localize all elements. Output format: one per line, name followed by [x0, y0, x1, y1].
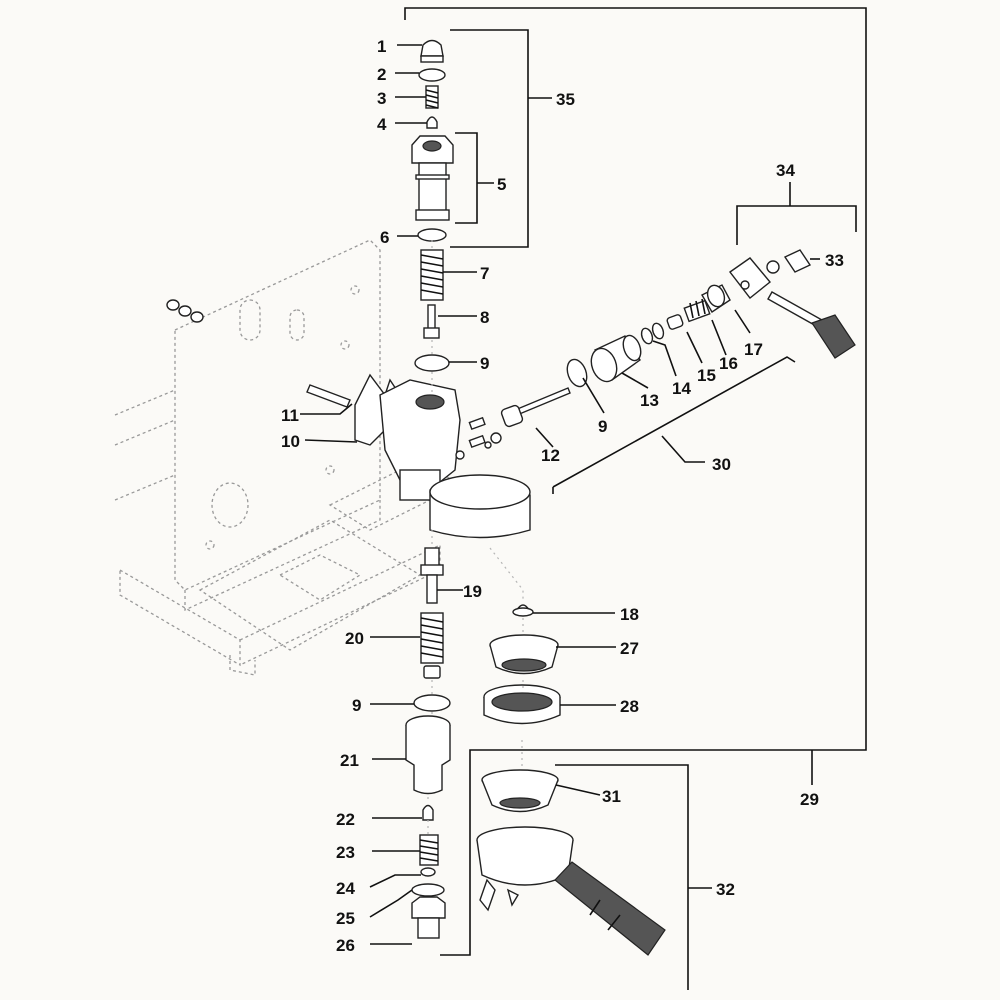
part-7-spring — [420, 249, 444, 301]
part-9-oring-top — [414, 354, 450, 372]
part-31-filter-basket — [481, 769, 559, 813]
label-9-side: 9 — [598, 417, 607, 436]
label-18: 18 — [620, 605, 639, 624]
label-15: 15 — [697, 366, 716, 385]
part-27-filter-screen — [489, 634, 559, 675]
label-3: 3 — [377, 89, 386, 108]
small-screws — [468, 416, 502, 449]
part-28-gasket — [483, 684, 561, 725]
leader-lines — [300, 44, 820, 945]
label-5: 5 — [497, 175, 506, 194]
label-35: 35 — [556, 90, 575, 109]
part-10-group-head — [354, 373, 531, 539]
part-21-cylinder — [405, 715, 451, 795]
callout-labels: 1 2 3 4 5 6 7 8 9 10 11 12 13 14 15 16 1… — [281, 37, 844, 955]
label-21: 21 — [340, 751, 359, 770]
part-22-valve — [422, 804, 434, 821]
part-11-pin — [306, 384, 351, 408]
part-20-cap — [423, 665, 441, 679]
part-1-cap — [420, 39, 444, 63]
part-14-washers — [640, 322, 665, 345]
part-24-washer — [420, 867, 436, 877]
label-9-top: 9 — [480, 354, 489, 373]
bracket-lines — [404, 7, 867, 990]
label-28: 28 — [620, 697, 639, 716]
part-34-steam-tap — [728, 249, 856, 359]
label-14: 14 — [672, 379, 691, 398]
label-31: 31 — [602, 787, 621, 806]
part-9-oring-side — [566, 358, 588, 388]
part-4-ball — [426, 116, 438, 129]
label-11: 11 — [281, 406, 299, 425]
part-23-spring — [419, 834, 439, 866]
part-17-nut — [701, 284, 731, 313]
part-5-valve-body — [411, 135, 454, 221]
part-6-washer — [417, 228, 447, 242]
label-1: 1 — [377, 37, 386, 56]
label-7: 7 — [480, 264, 489, 283]
label-32: 32 — [716, 880, 735, 899]
label-27: 27 — [620, 639, 639, 658]
part-20-spring — [420, 612, 444, 664]
machine-frame-outline — [114, 239, 462, 676]
part-3-spring — [425, 85, 439, 109]
label-22: 22 — [336, 810, 355, 829]
label-19: 19 — [463, 582, 482, 601]
label-33: 33 — [825, 251, 844, 270]
label-10: 10 — [281, 432, 300, 451]
part-26-plug — [411, 896, 446, 939]
part-2-washer — [418, 68, 446, 82]
part-9-oring-bottom — [413, 694, 451, 712]
label-2: 2 — [377, 65, 386, 84]
label-25: 25 — [336, 909, 355, 928]
part-32-portafilter — [476, 826, 666, 956]
label-20: 20 — [345, 629, 364, 648]
label-29: 29 — [800, 790, 819, 809]
part-19-piston — [420, 547, 444, 604]
label-17: 17 — [744, 340, 763, 359]
part-25-washer — [411, 883, 445, 897]
part-18-screw — [512, 604, 534, 617]
label-4: 4 — [377, 115, 387, 134]
label-8: 8 — [480, 308, 489, 327]
part-16-spring — [683, 298, 711, 323]
label-30: 30 — [712, 455, 731, 474]
loose-washers — [166, 299, 204, 323]
label-26: 26 — [336, 936, 355, 955]
label-9-bottom: 9 — [352, 696, 361, 715]
part-12-valve-stem — [500, 387, 571, 428]
label-23: 23 — [336, 843, 355, 862]
part-15-seal — [666, 314, 684, 330]
label-34: 34 — [776, 161, 795, 180]
label-12: 12 — [541, 446, 560, 465]
part-13-valve-housing — [590, 334, 642, 383]
guide-lines — [427, 240, 524, 835]
part-8-pin — [423, 304, 440, 339]
label-13: 13 — [640, 391, 659, 410]
label-6: 6 — [380, 228, 389, 247]
label-24: 24 — [336, 879, 355, 898]
label-16: 16 — [719, 354, 738, 373]
